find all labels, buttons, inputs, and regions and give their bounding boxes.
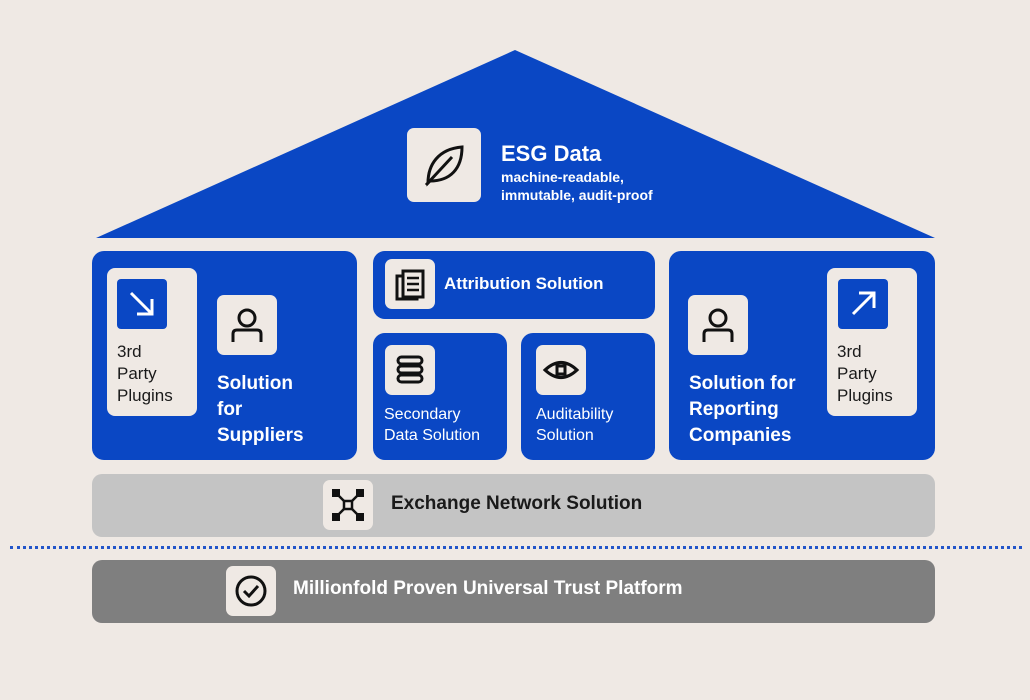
- eye-icon: [542, 361, 580, 379]
- network-icon: [332, 489, 364, 521]
- suppliers-plugins-label: 3rd Party Plugins: [117, 342, 173, 405]
- leaf-icon: [424, 145, 464, 187]
- esg-title: ESG Data: [501, 141, 602, 166]
- attribution-label: Attribution Solution: [444, 274, 604, 293]
- exchange-label: Exchange Network Solution: [391, 493, 643, 514]
- esg-roof: [96, 50, 935, 238]
- secondary-data-icon-tile: [385, 345, 435, 395]
- auditability-label: Auditability Solution: [536, 406, 614, 444]
- suppliers-person-tile: [217, 295, 277, 355]
- platform-label: Millionfold Proven Universal Trust Platf…: [293, 578, 683, 599]
- esg-icon-tile: [407, 128, 481, 202]
- documents-icon: [395, 269, 425, 301]
- database-icon: [396, 355, 424, 384]
- separator-dotted-line: [10, 546, 1022, 549]
- person-icon: [231, 308, 263, 342]
- attribution-icon-tile: [385, 259, 435, 309]
- suppliers-plugins-icon-tile: [117, 279, 167, 329]
- arrow-up-right-icon: [851, 291, 876, 316]
- esg-subtitle: machine-readable, immutable, audit-proof: [501, 169, 653, 203]
- exchange-icon-tile: [323, 480, 373, 530]
- suppliers-solution-label: Solution for Suppliers: [217, 373, 304, 446]
- check-circle-icon: [235, 575, 267, 607]
- arrow-down-right-icon: [129, 291, 154, 316]
- reporting-person-tile: [688, 295, 748, 355]
- platform-icon-tile: [226, 566, 276, 616]
- reporting-plugins-icon-tile: [838, 279, 888, 329]
- auditability-icon-tile: [536, 345, 586, 395]
- reporting-solution-label: Solution for Reporting Companies: [689, 373, 796, 446]
- reporting-plugins-label: 3rd Party Plugins: [837, 342, 893, 405]
- person-icon: [702, 308, 734, 342]
- secondary-data-label: Secondary Data Solution: [384, 406, 481, 444]
- exchange-network-bar[interactable]: [92, 474, 935, 537]
